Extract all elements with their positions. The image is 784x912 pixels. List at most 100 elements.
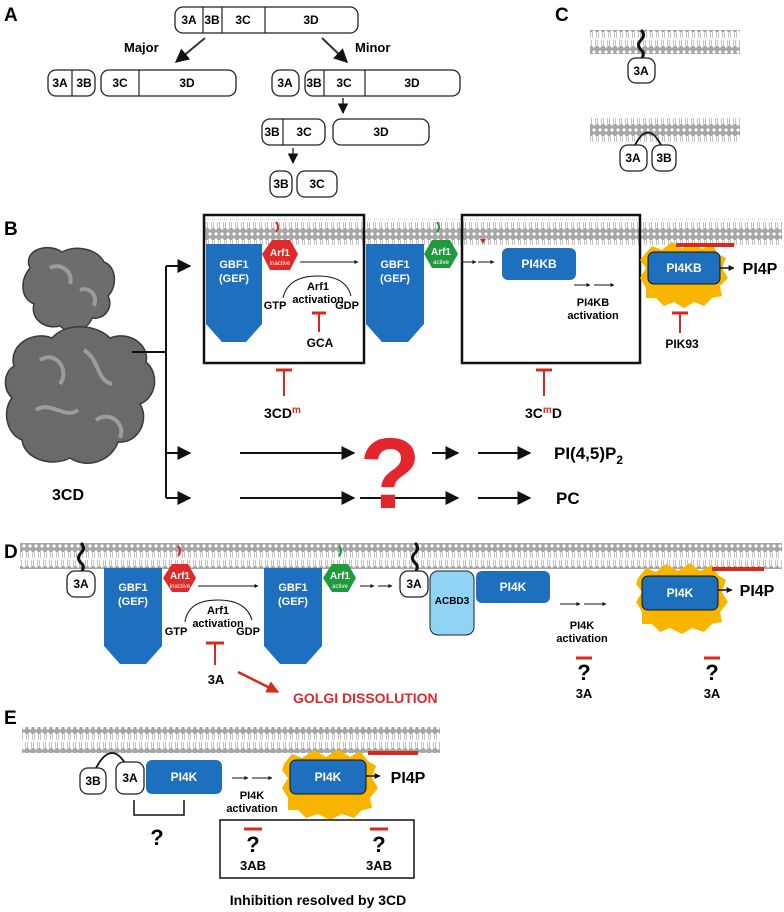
e-3a-box — [115, 761, 145, 795]
d-3a-label-1: 3A — [73, 577, 89, 591]
membrane-c2 — [590, 118, 740, 142]
c-3a2-box — [619, 144, 648, 172]
d-3a-box-2 — [399, 570, 429, 598]
b-arf1-inactive-label: inactive — [270, 261, 291, 267]
c-3b-box — [651, 144, 677, 172]
minor-arrow — [321, 37, 349, 63]
b-pi4kb-activation-2: activation — [567, 310, 619, 322]
product-3b — [269, 170, 293, 198]
p-3b-bc: 3B — [264, 125, 280, 139]
d-gtp: GTP — [165, 626, 188, 638]
e-3b-label: 3B — [85, 774, 101, 788]
panel-label-e: E — [4, 708, 17, 729]
d-acbd3-label: ACBD3 — [435, 596, 470, 607]
p-3b-only: 3B — [273, 177, 289, 191]
b-arf-activation-2: activation — [292, 294, 344, 306]
membrane-b — [204, 219, 782, 245]
d-gdp: GDP — [236, 626, 260, 638]
arf1-active-icon — [424, 240, 458, 268]
d-gbf1-active — [264, 568, 322, 664]
d-arf1-label: Arf1 — [170, 571, 190, 582]
product-3bc — [261, 118, 326, 146]
b-big-question-icon: ? — [359, 418, 420, 530]
d-pi4k-active — [641, 575, 719, 611]
panel-label-c: C — [555, 5, 569, 26]
d-gef-label-1: (GEF) — [118, 596, 148, 608]
d-3a-q2: 3A — [704, 686, 721, 701]
b-pi4kb-activation-1: PI4KB — [577, 297, 609, 309]
e-pi4p: PI4P — [391, 770, 426, 787]
pi4kb-inactive — [502, 248, 576, 280]
e-3ab-label-1: 3AB — [240, 858, 266, 873]
panel-e: E 3B 3A PI4K ? PI4K activation PI4K PI4P… — [4, 708, 440, 908]
e-3a-label: 3A — [122, 771, 138, 785]
e-question-icon-1: ? — [246, 832, 259, 857]
d-gbf1-label-1: GBF1 — [118, 582, 147, 594]
panel-a: A 3A 3B 3C 3D Major Minor 3A 3B 3C 3D 3A… — [4, 5, 461, 198]
e-pi4k-label-2: PI4K — [315, 770, 342, 784]
polyprotein-3abcd — [174, 6, 359, 34]
b-arf1-active-sub: active — [433, 260, 449, 266]
b-gef-label-2: (GEF) — [380, 273, 410, 285]
b-gdp: GDP — [335, 300, 359, 312]
d-3a-q1: 3A — [576, 686, 593, 701]
minor-label: Minor — [355, 40, 390, 55]
b-arf1-active-label: Arf1 — [431, 247, 451, 258]
c-3a-box — [627, 57, 656, 84]
d-arf-activation-2: activation — [192, 618, 244, 630]
d-gef-label-2: (GEF) — [278, 596, 308, 608]
e-3ab-box — [219, 819, 415, 879]
e-pi4k-activation-1: PI4K — [240, 790, 265, 802]
p-3d-minor: 3D — [404, 76, 420, 90]
p-3a-minor: 3A — [277, 76, 293, 90]
e-bracket — [133, 800, 185, 816]
c-3b-label: 3B — [656, 151, 672, 165]
d-question-icon-2: ? — [705, 660, 718, 685]
p-3c-only: 3C — [309, 177, 325, 191]
d-pi4k-activation-1: PI4K — [570, 620, 595, 632]
d-gbf1-inactive — [104, 568, 162, 664]
b-gbf1-label-2: GBF1 — [380, 259, 409, 271]
d-3a-box-1 — [66, 570, 96, 598]
d-arf1-inactive-sub: inactive — [170, 584, 191, 590]
product-3bcd — [304, 69, 461, 97]
panel-label-a: A — [4, 5, 18, 26]
e-question-icon-main: ? — [150, 825, 163, 850]
d-arf1-inactive-icon — [163, 564, 196, 592]
b-arf-activation-1: Arf1 — [307, 281, 329, 293]
e-3ab-label-2: 3AB — [366, 858, 392, 873]
b-pi4kb-label-1: PI4KB — [521, 257, 557, 271]
panel-b: B 3CD GBF1 (GEF) Arf1 inactive Arf1 — [4, 213, 782, 530]
d-arf1-active-icon — [323, 564, 356, 592]
p-3d-only: 3D — [373, 125, 389, 139]
d-arf-activation-1: Arf1 — [207, 605, 229, 617]
box-gbf1-step — [202, 213, 366, 365]
e-pi4k-active — [289, 759, 367, 795]
b-pip2: PI(4,5)P2 — [554, 444, 623, 467]
acbd3 — [429, 570, 475, 636]
3cd-structure-label: 3CD — [52, 487, 84, 504]
e-pi4k-activation-2: activation — [226, 803, 278, 815]
p-3a: 3A — [52, 76, 68, 90]
p-3c-minor: 3C — [336, 76, 352, 90]
d-3a-label-2: 3A — [406, 577, 422, 591]
b-3cdm: 3CDm — [264, 405, 301, 421]
major-arrow — [174, 37, 206, 63]
b-gef-label-1: (GEF) — [219, 273, 249, 285]
panel-label-d: D — [4, 542, 18, 563]
e-question-icon-2: ? — [372, 832, 385, 857]
p-3c-bc: 3C — [296, 125, 312, 139]
b-gtp: GTP — [264, 300, 287, 312]
e-pi4k-label-1: PI4K — [171, 770, 198, 784]
major-label: Major — [124, 40, 159, 55]
p-3b: 3B — [76, 76, 92, 90]
golgi-arrow — [237, 670, 280, 694]
b-pik93: PIK93 — [665, 337, 699, 351]
d-pi4p: PI4P — [740, 583, 775, 600]
c-3a2-label: 3A — [625, 151, 641, 165]
gbf1-inactive-complex — [206, 244, 262, 342]
d-arf1-active-label: Arf1 — [330, 571, 350, 582]
3cd-structure-icon — [4, 246, 156, 464]
panel-label-b: B — [4, 219, 18, 240]
d-question-icon-1: ? — [577, 660, 590, 685]
